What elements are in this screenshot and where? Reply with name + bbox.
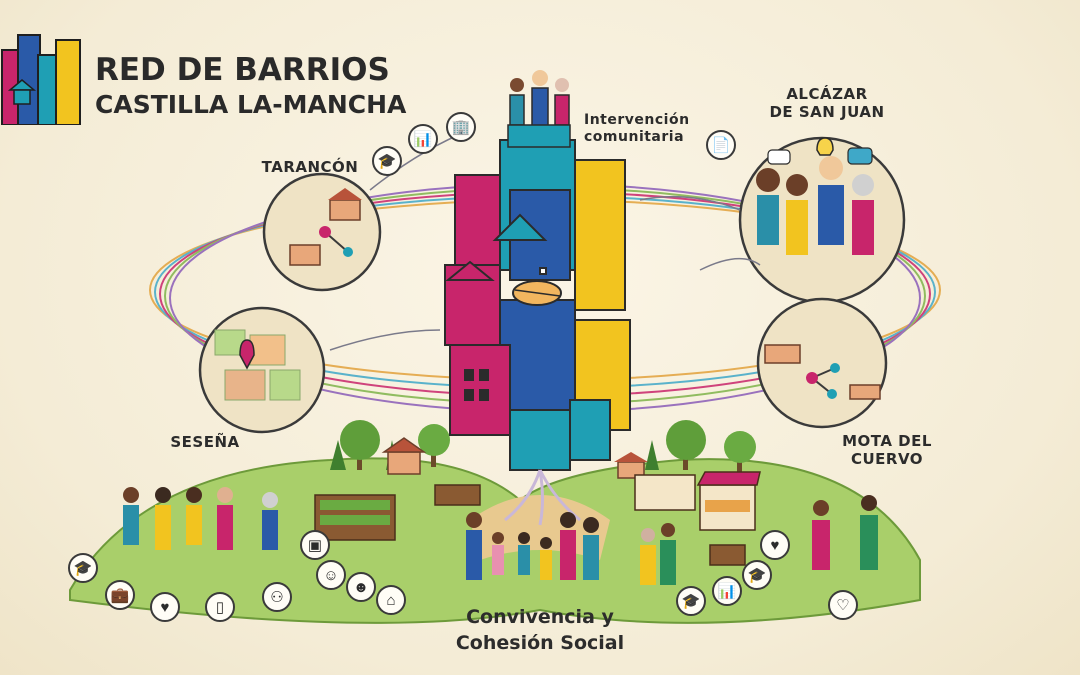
node-alcazar <box>738 136 906 304</box>
logo-title: RED DE BARRIOS <box>95 52 390 88</box>
node-label-mota-line2: CUERVO <box>850 450 924 468</box>
node-mota <box>756 297 888 429</box>
chart-icon: 📊 <box>712 576 742 606</box>
graduation-cap-icon: 🎓 <box>372 146 402 176</box>
tablet-icon: ▯ <box>205 592 235 622</box>
people-center-group <box>466 512 599 580</box>
people-left-group <box>123 487 278 550</box>
people-group-icon: ☺ <box>316 560 346 590</box>
people-on-top <box>507 70 571 148</box>
graduation-cap-icon: 🎓 <box>68 553 98 583</box>
node-label-alcazar: ALCÁZAR DE SAN JUAN <box>762 85 892 121</box>
market-stalls <box>634 471 761 566</box>
node-sesena <box>198 306 326 434</box>
logo-subtitle: CASTILLA LA-MANCHA <box>95 90 407 119</box>
bottom-title-line2: Cohesión Social <box>455 631 625 654</box>
heart-icon: ♥ <box>150 592 180 622</box>
people-right-group <box>640 495 878 585</box>
node-label-taracon: TARANCÓN <box>261 158 359 176</box>
node-label-alcazar-line1: ALCÁZAR <box>786 85 868 103</box>
node-label-sesena: SESEÑA <box>170 433 240 451</box>
graduation-cap-icon: 🎓 <box>742 560 772 590</box>
trees <box>330 420 756 472</box>
bottom-title: Convivencia y Cohesión Social <box>420 605 660 656</box>
photo-icon: ▣ <box>300 530 330 560</box>
node-label-mota: MOTA DEL CUERVO <box>832 432 942 468</box>
tower-roots <box>504 469 581 526</box>
center-label: Intervención comunitaria <box>584 112 690 145</box>
network-icon: ⚇ <box>262 582 292 612</box>
logo-icon <box>1 34 81 125</box>
chart-icon: 📊 <box>408 124 438 154</box>
bottom-title-line1: Convivencia y <box>466 606 614 628</box>
node-label-alcazar-line2: DE SAN JUAN <box>769 103 885 121</box>
node-taracon <box>262 172 382 292</box>
heart-icon: ♥ <box>760 530 790 560</box>
hand-heart-icon: ♡ <box>828 590 858 620</box>
graduation-cap-icon: 🎓 <box>676 586 706 616</box>
garden-beds <box>314 484 481 541</box>
central-tower <box>444 139 631 471</box>
handshake-icon <box>512 280 562 306</box>
community-people-icon: ☻ <box>346 572 376 602</box>
node-label-mota-line1: MOTA DEL <box>842 432 932 450</box>
briefcase-icon: 💼 <box>105 580 135 610</box>
background-houses <box>381 437 648 479</box>
document-icon: 📄 <box>706 130 736 160</box>
building-document-icon: 🏢 <box>446 112 476 142</box>
house-icon: ⌂ <box>376 585 406 615</box>
